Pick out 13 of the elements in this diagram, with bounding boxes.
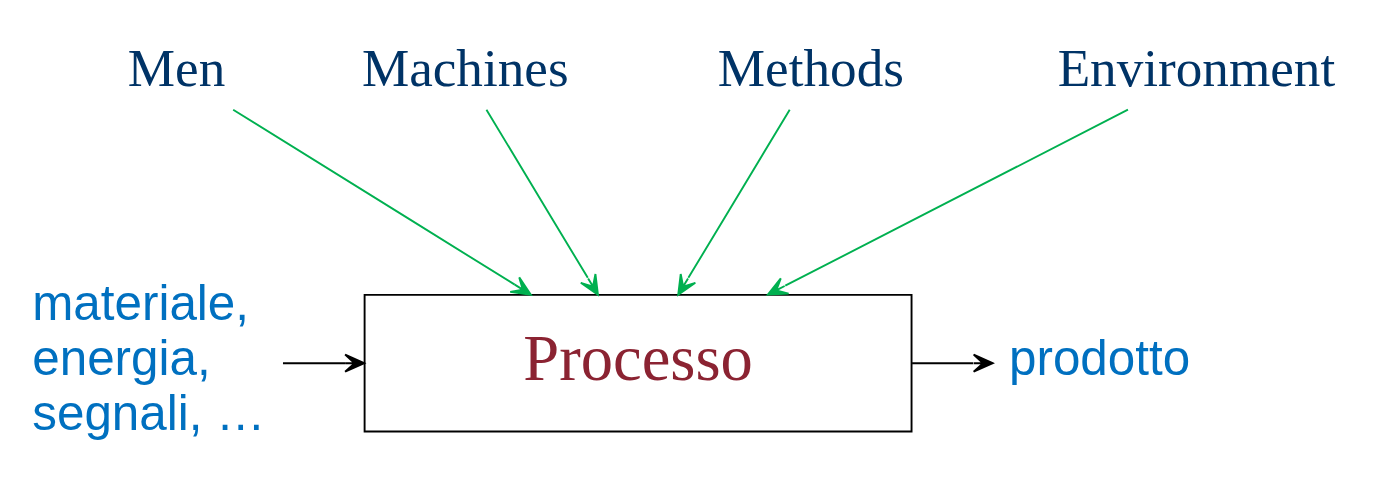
- arrow: [766, 108, 1129, 296]
- arrow: [911, 353, 994, 373]
- node-text: Men: [127, 38, 226, 98]
- node-text: materiale, energia, segnali, …: [32, 275, 266, 441]
- node-text: prodotto: [1009, 330, 1191, 386]
- arrow: [677, 108, 791, 296]
- node-text: Environment: [1057, 38, 1336, 98]
- node-box: Processo: [363, 293, 913, 433]
- node-text: Machines: [361, 38, 569, 98]
- node-text: Methods: [717, 38, 904, 98]
- arrow: [232, 108, 532, 296]
- arrow: [485, 108, 599, 296]
- arrow: [282, 353, 366, 373]
